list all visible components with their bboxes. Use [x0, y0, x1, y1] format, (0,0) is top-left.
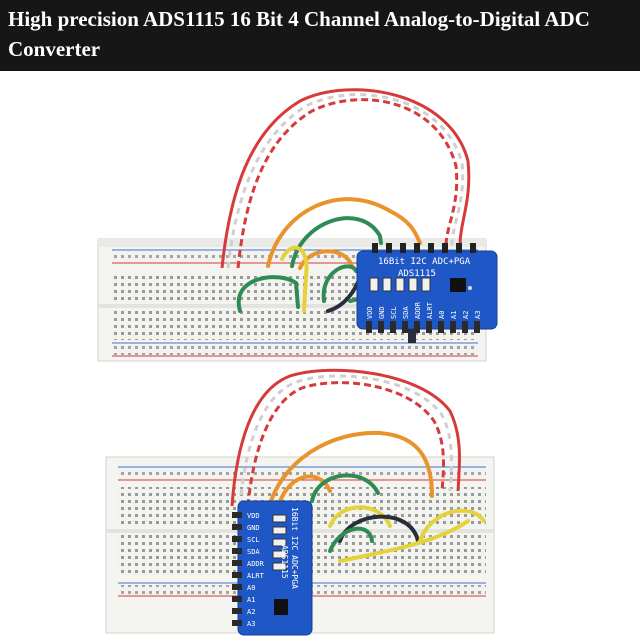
bottom-pin-vdd: VDD [247, 512, 260, 520]
top-pin-gnd: GND [378, 306, 386, 319]
bottom-board-chip-label: ADS1115 [280, 545, 289, 579]
top-pin-scl: SCL [390, 306, 398, 319]
top-pin-a3: A3 [474, 311, 482, 319]
ads1115-module-bottom: VDD GND SCL SDA ADDR ALRT A0 A1 A2 A3 16… [232, 500, 313, 636]
bottom-pin-gnd: GND [247, 524, 260, 532]
product-photo: 16Bit I2C ADC+PGA ADS1115 VDD GND SCL SD… [97, 88, 498, 636]
bottom-pin-a1: A1 [247, 596, 255, 604]
twisted-wires-bottom [230, 368, 462, 507]
bottom-board-header-text: 16Bit I2C ADC+PGA [290, 507, 299, 589]
title-banner: High precision ADS1115 16 Bit 4 Channel … [0, 0, 640, 71]
twisted-wires-top [220, 88, 471, 269]
top-pin-sda: SDA [402, 306, 410, 319]
ads1115-module-top: 16Bit I2C ADC+PGA ADS1115 VDD GND SCL SD… [356, 243, 498, 343]
bottom-pin-a3: A3 [247, 620, 255, 628]
bottom-pin-a0: A0 [247, 584, 255, 592]
bottom-pin-scl: SCL [247, 536, 260, 544]
bottom-pin-sda: SDA [247, 548, 260, 556]
top-board-header-text: 16Bit I2C ADC+PGA [378, 257, 471, 267]
top-pin-vdd: VDD [366, 306, 374, 319]
bottom-pin-addr: ADDR [247, 560, 265, 568]
top-pin-addr: ADDR [414, 301, 422, 319]
top-pin-alrt: ALRT [426, 301, 434, 319]
bottom-pin-alrt: ALRT [247, 572, 265, 580]
top-pin-a2: A2 [462, 311, 470, 319]
top-pin-a0: A0 [438, 311, 446, 319]
top-pin-a1: A1 [450, 311, 458, 319]
top-board-chip-label: ADS1115 [398, 269, 436, 279]
jumper-wires-bottom [266, 430, 486, 563]
page-title: High precision ADS1115 16 Bit 4 Channel … [8, 7, 590, 61]
bottom-pin-a2: A2 [247, 608, 255, 616]
